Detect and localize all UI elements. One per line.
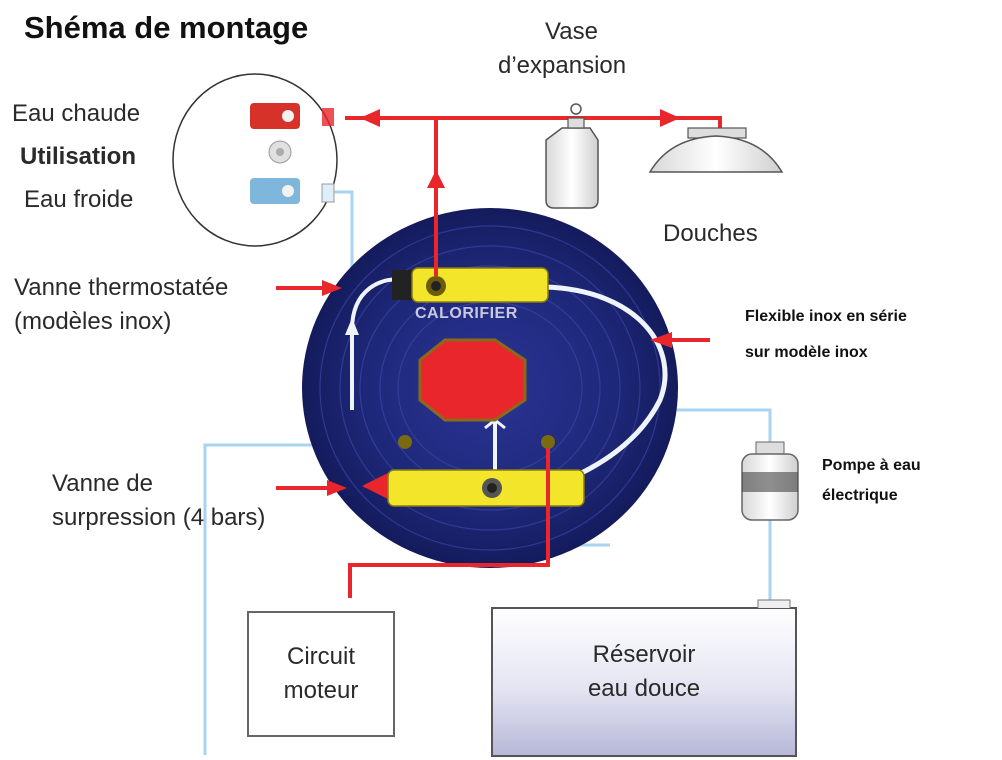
- circuit-moteur-line1: Circuit: [286, 643, 355, 670]
- shower-head: [648, 127, 784, 173]
- label-flexible-line2: sur modèle inox: [745, 344, 868, 361]
- label-pompe-line1: Pompe à eau: [822, 457, 921, 474]
- cold-tap: [250, 178, 335, 204]
- heating-element: [418, 338, 527, 422]
- label-calorifier: CALORIFIER: [415, 305, 518, 322]
- circuit-moteur-text: Circuit moteur: [248, 640, 394, 708]
- shower-rose: [268, 140, 292, 164]
- label-vase-line1: Vase: [545, 18, 598, 45]
- label-pompe-line2: électrique: [822, 487, 898, 504]
- hot-tap: [250, 103, 334, 129]
- top-fitting: [392, 267, 549, 303]
- circuit-moteur-box: [247, 611, 395, 737]
- label-utilisation: Utilisation: [20, 143, 137, 170]
- label-vanne-thermo-line1: Vanne thermostatée: [14, 274, 229, 301]
- pointer-arrows: [276, 280, 710, 496]
- label-vanne-surpression-line2: surpression (4 bars): [52, 504, 266, 531]
- reservoir-text: Réservoir eau douce: [492, 638, 796, 706]
- bottom-fitting: [362, 435, 585, 507]
- flexible-hose: [394, 284, 668, 495]
- label-douches: Douches: [663, 220, 758, 247]
- label-vanne-surpression-line1: Vanne de: [52, 470, 153, 497]
- expansion-vase: [545, 103, 599, 209]
- label-eau-chaude: Eau chaude: [12, 100, 141, 127]
- label-vanne-thermo-line2: (modèles inox): [14, 308, 172, 335]
- reservoir-line1: Réservoir: [592, 641, 696, 668]
- reservoir-line2: eau douce: [587, 675, 701, 702]
- cold-flow-arrow-up: [345, 318, 359, 335]
- hot-flow-arrows: [360, 109, 680, 188]
- electric-pump: [741, 441, 799, 521]
- label-eau-froide: Eau froide: [24, 186, 134, 213]
- outlet-detail-circle: [172, 73, 338, 247]
- label-flexible-line1: Flexible inox en série: [745, 308, 907, 325]
- circuit-moteur-line2: moteur: [283, 677, 359, 704]
- reservoir-inlet: [757, 599, 791, 608]
- reservoir-box: [491, 607, 797, 757]
- diagram-title: Shéma de montage: [24, 10, 309, 45]
- label-vase-line2: d’expansion: [498, 52, 627, 79]
